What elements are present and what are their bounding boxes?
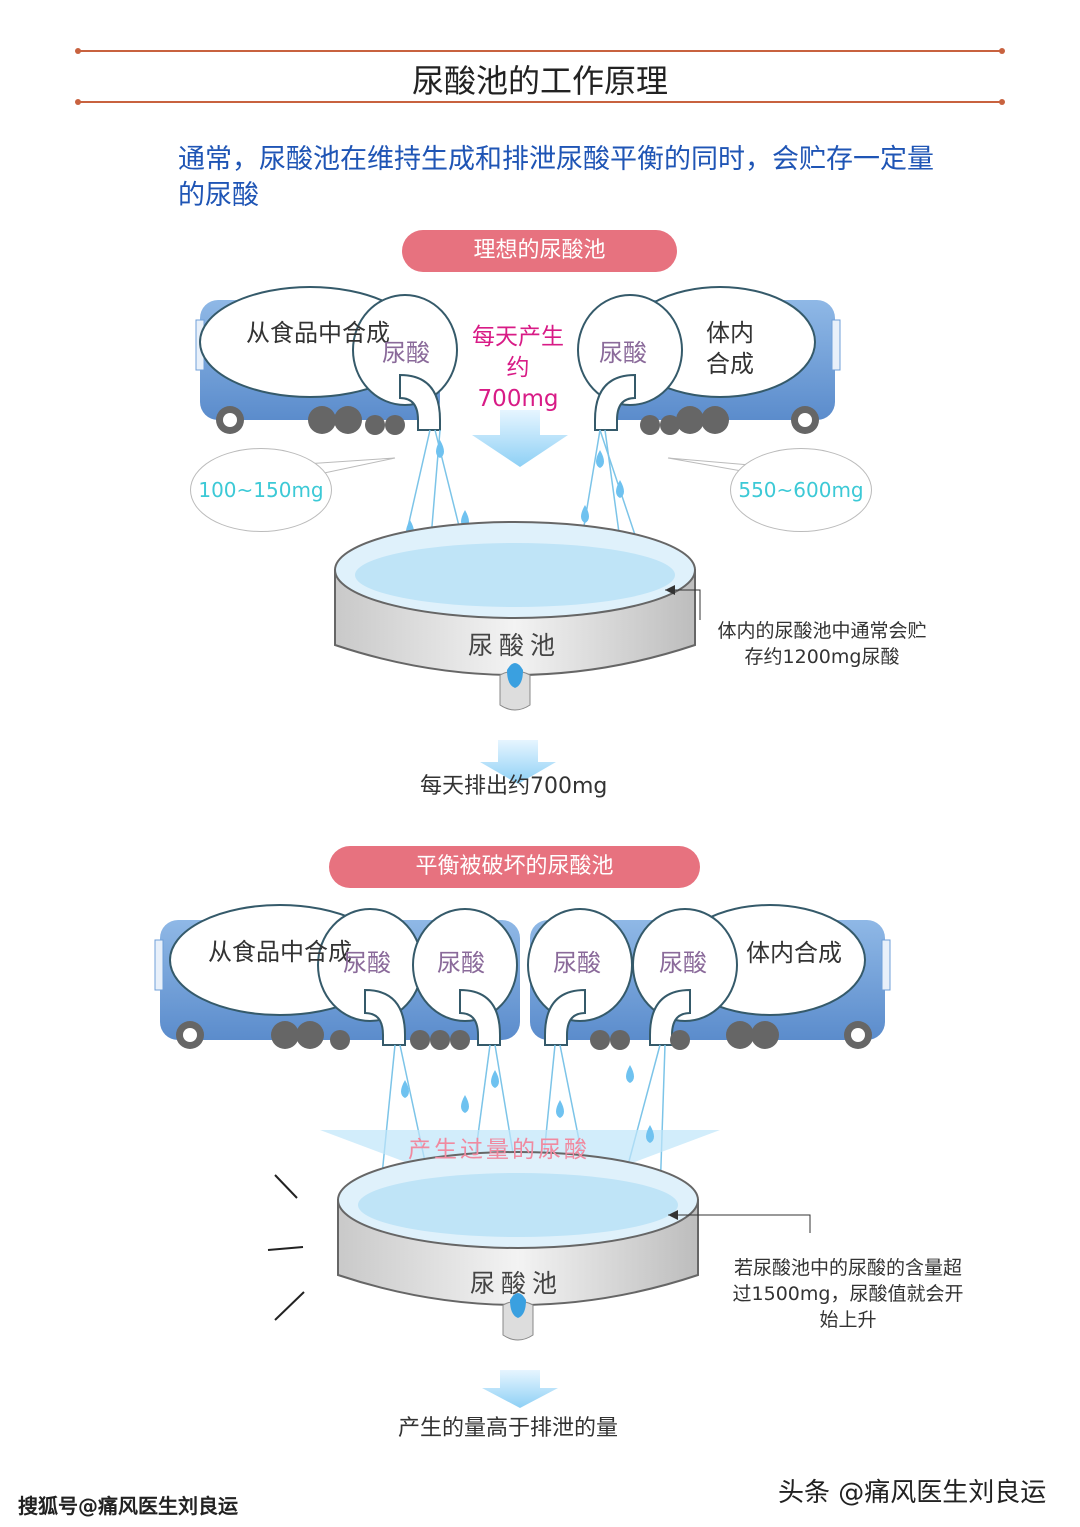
- imbalanced-diagram: [154, 904, 891, 1408]
- pool-label: 尿酸池: [468, 631, 562, 660]
- drain-arrow-icon: [480, 740, 556, 784]
- excretion-caption: 每天排出约700mg: [420, 774, 608, 799]
- right-tank-label-2: 尿酸: [659, 949, 707, 977]
- uric-acid-droplets: [406, 440, 624, 538]
- intro-text: 通常，尿酸池在维持生成和排泄尿酸平衡的同时，会贮存一定量的尿酸: [178, 144, 934, 211]
- imbalanced-heading: 平衡被破坏的尿酸池: [329, 846, 700, 888]
- right-double-truck: [527, 904, 891, 1050]
- alert-lines: [267, 1174, 305, 1321]
- left-tank-label-1: 尿酸: [343, 949, 391, 977]
- ideal-heading: 理想的尿酸池: [402, 230, 677, 272]
- right-truck-label: 体内合成: [706, 319, 754, 378]
- body-amount-bubble: 550~600mg: [730, 448, 872, 532]
- pool-label: 尿酸池: [470, 1269, 564, 1298]
- top-rule: [75, 48, 1005, 54]
- daily-production: 每天产生约700mg: [472, 324, 564, 412]
- page-title: 尿酸池的工作原理: [411, 62, 668, 100]
- ideal-diagram: [195, 286, 841, 784]
- uric-acid-pool-overflow: [337, 1151, 699, 1408]
- right-tank-label-1: 尿酸: [553, 949, 601, 977]
- uric-acid-pool: [334, 521, 696, 784]
- pool-note: 体内的尿酸池中通常会贮存约1200mg尿酸: [717, 620, 927, 668]
- pool-note: 若尿酸池中的尿酸的含量超过1500mg，尿酸值就会开始上升: [732, 1257, 964, 1331]
- left-truck-label: 从食品中合成: [208, 938, 352, 966]
- right-truck: [577, 286, 841, 435]
- left-truck: [195, 286, 458, 435]
- watermark-left: 搜狐号@痛风医生刘良运: [18, 1494, 238, 1518]
- title-rule: [75, 99, 1005, 105]
- food-amount-bubble: 100~150mg: [190, 448, 332, 532]
- imbalance-caption: 产生的量高于排泄的量: [398, 1416, 619, 1441]
- watermark-right: 头条 @痛风医生刘良运: [778, 1478, 1047, 1508]
- left-truck-label: 从食品中合成: [246, 319, 390, 347]
- right-truck-label: 体内合成: [746, 939, 842, 967]
- right-tank-label: 尿酸: [599, 339, 647, 367]
- left-tank-label-2: 尿酸: [437, 949, 485, 977]
- left-tank-label: 尿酸: [382, 339, 430, 367]
- left-double-truck: [154, 904, 520, 1050]
- down-arrow-icon: [472, 410, 568, 467]
- excess-label: 产生过量的尿酸: [408, 1137, 590, 1163]
